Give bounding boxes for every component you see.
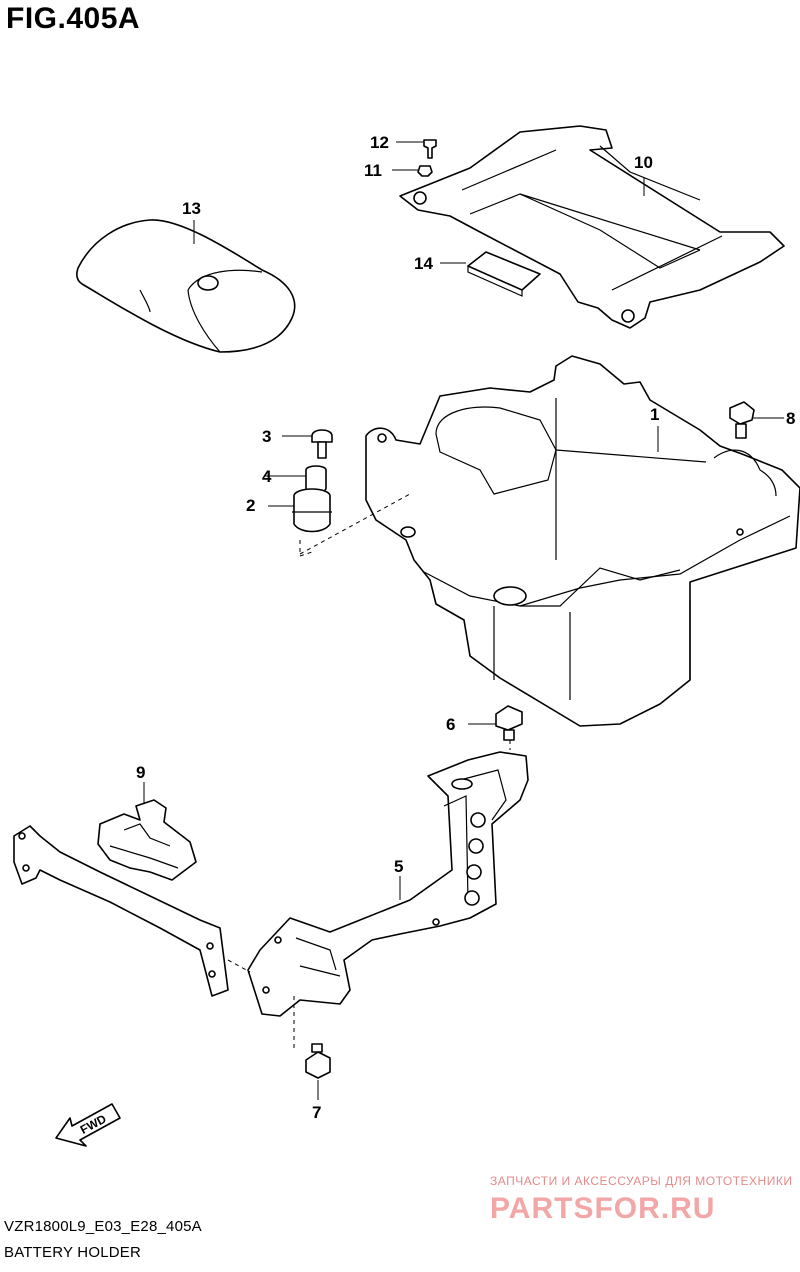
callout-10: 10 [634,153,653,172]
part-2-grommet[interactable] [292,488,332,533]
callout-9: 9 [136,763,145,782]
callout-numbers: 1 2 3 4 5 6 7 8 9 10 11 12 13 14 [136,133,795,1122]
part-14-pad[interactable] [467,251,541,297]
callout-12: 12 [370,133,389,152]
diagram-caption: BATTERY HOLDER [4,1244,142,1261]
callout-7: 7 [312,1103,321,1122]
part-1-battery-case[interactable] [365,355,800,727]
callout-14: 14 [414,254,433,273]
callout-13: 13 [182,199,201,218]
figure-title: FIG.405A [6,2,141,35]
callout-8: 8 [786,409,795,428]
callout-2: 2 [246,496,255,515]
left-arm-bracket [13,825,229,997]
diagram-code: VZR1800L9_E03_E28_405A [4,1218,202,1235]
part-4-collar[interactable] [305,465,327,494]
part-3-screw[interactable] [311,429,333,459]
part-11-grommet[interactable] [417,165,433,177]
callout-4: 4 [262,467,272,486]
callout-5: 5 [394,857,403,876]
fwd-arrow-icon: FWD [55,1103,121,1147]
part-6-bolt[interactable] [495,705,523,741]
watermark-tagline: ЗАПЧАСТИ И АКСЕССУАРЫ ДЛЯ МОТОТЕХНИКИ [490,1174,793,1188]
part-5-bracket[interactable] [247,751,529,1017]
callout-1: 1 [650,405,659,424]
part-10-plate[interactable] [399,125,785,329]
part-7-bolt[interactable] [305,1043,331,1079]
callout-3: 3 [262,427,271,446]
callout-11: 11 [364,161,382,180]
part-8-bolt[interactable] [729,401,755,439]
callout-6: 6 [446,715,455,734]
part-13-battery-pad[interactable] [76,219,296,353]
part-12-pin[interactable] [423,139,437,159]
watermark-logo: PARTSFOR.RU [490,1192,716,1225]
leader-lines [143,141,784,1100]
part-9-clip[interactable] [97,799,197,881]
